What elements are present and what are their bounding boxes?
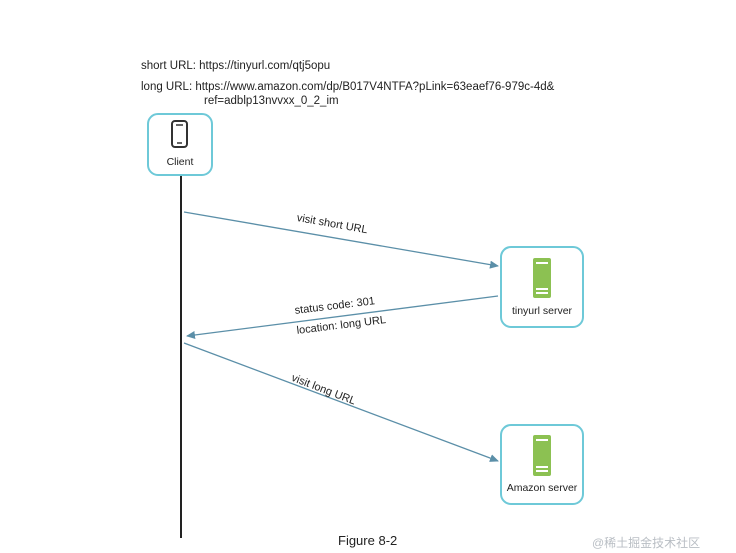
long-url-text-continued: ref=adblp13nvvxx_0_2_im xyxy=(204,95,339,107)
tinyurl-server-label: tinyurl server xyxy=(511,305,573,317)
tinyurl-server-node: tinyurl server xyxy=(500,246,584,328)
long-url-text: long URL: https://www.amazon.com/dp/B017… xyxy=(141,81,555,93)
client-label: Client xyxy=(166,156,194,168)
server-icon xyxy=(533,258,551,298)
amazon-server-label: Amazon server xyxy=(506,482,578,494)
watermark-text: @稀土掘金技术社区 xyxy=(592,536,701,550)
short-url-text: short URL: https://tinyurl.com/qtj5opu xyxy=(141,60,331,72)
server-icon xyxy=(533,435,551,476)
phone-icon xyxy=(171,120,188,148)
redirect-response-arrow xyxy=(186,295,499,339)
figure-caption: Figure 8-2 xyxy=(338,533,398,548)
visit-long-url-arrow xyxy=(183,342,499,462)
amazon-server-node: Amazon server xyxy=(500,424,584,505)
visit-short-url-arrow xyxy=(183,211,499,269)
client-node: Client xyxy=(147,113,213,176)
